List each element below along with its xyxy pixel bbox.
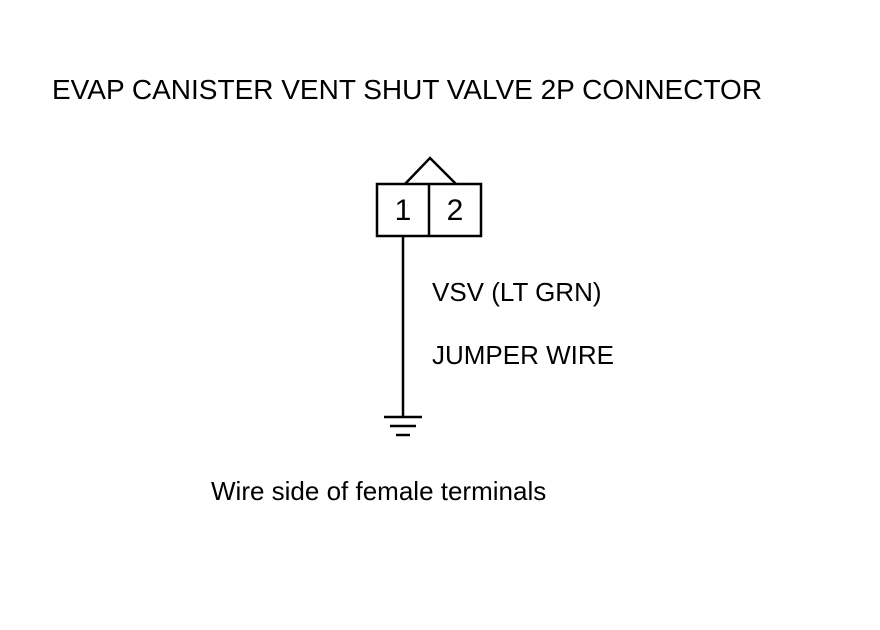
- diagram-caption: Wire side of female terminals: [211, 476, 547, 506]
- wire-label: VSV (LT GRN): [432, 277, 602, 307]
- connector-pin-1: 1: [394, 194, 412, 227]
- jumper-wire-label: JUMPER WIRE: [432, 340, 614, 370]
- connector-lock-tab: [404, 156, 457, 185]
- connector-pin-2: 2: [446, 194, 464, 227]
- diagram-title: EVAP CANISTER VENT SHUT VALVE 2P CONNECT…: [52, 74, 763, 105]
- ground-symbol-icon: [384, 415, 422, 437]
